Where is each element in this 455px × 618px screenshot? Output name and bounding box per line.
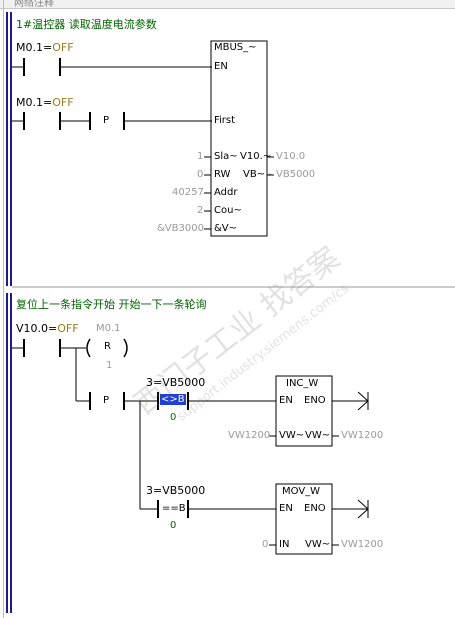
edge-p-label[interactable]: P [103,115,110,126]
compare1-op[interactable]: <>B [160,394,186,405]
inc-in-value[interactable]: VW1200 [228,430,271,441]
network-1-comment[interactable]: 1#温控器 读取温度电流参数 [16,18,157,31]
contact-1-label[interactable]: M0.1=OFF [16,41,74,54]
compare2-bottom[interactable]: 0 [170,520,177,531]
coil-right [123,338,128,358]
pin-output-value[interactable]: VB5000 [276,169,316,180]
header-title: 网络注释 [14,0,54,9]
mov-block-frame [275,483,333,555]
pin-input-value[interactable]: 0 [197,169,204,180]
inc-block-frame [275,375,333,447]
dash: - [268,151,272,162]
header-strip [0,0,455,9]
power-rail-network-2 [6,293,8,613]
compare1-top[interactable]: 3=VB5000 [146,376,206,389]
pin-input-value[interactable]: &VB3000 [157,223,204,234]
mov-block-name[interactable]: MOV_W [282,486,321,497]
inc-en-pin: EN [279,395,293,406]
mov-out-value[interactable]: VW1200 [341,539,384,550]
compare2-op[interactable]: ==B [162,503,186,514]
pin-name: RW [214,169,231,180]
power-rail-network-1 [6,12,8,286]
svg-text:找答案: 找答案 [254,241,346,324]
contact-v10-label[interactable]: V10.0=OFF [16,322,79,335]
coil-left [86,338,91,358]
mbus-block-name[interactable]: MBUS_~ [214,42,257,53]
mov-in-value[interactable]: 0 [262,539,269,550]
power-rail-network-1b [10,12,12,286]
mov-eno-pin: ENO [304,503,326,514]
pin-name: Sla~ [214,151,238,162]
contact-2-label[interactable]: M0.1=OFF [16,96,74,109]
pin-output-value[interactable]: V10.0 [276,151,306,162]
pin-out-name: VB~ [243,169,266,180]
mbus-en-pin: EN [214,61,228,72]
inc-block-name[interactable]: INC_W [286,378,319,389]
pin-out-name: V10.~ [240,151,272,162]
mov-out-pin: VW~ [305,539,331,550]
mov-in-pin: IN [279,539,290,550]
pin-input-value[interactable]: 1 [197,151,204,162]
pin-input-value[interactable]: 2 [197,205,204,216]
compare1-bottom[interactable]: 0 [170,412,177,423]
power-rail-network-2b [10,293,12,613]
network-2-comment[interactable]: 复位上一条指令开始 开始一下一条轮询 [16,298,207,311]
reset-coil-label: R [104,341,111,352]
inc-in-pin: VW~ [279,430,305,441]
pin-name: &V~ [214,223,238,234]
left-border [3,0,4,618]
mbus-first-pin: First [214,115,236,126]
reset-coil-address[interactable]: M0.1 [96,323,121,334]
watermark: 西门子工业 找答案 support.industry.siemens.com/c… [128,241,352,425]
edge-p-label[interactable]: P [103,395,110,406]
inc-eno-pin: ENO [304,395,326,406]
pin-name: Cou~ [214,205,242,216]
mbus-block-frame [210,40,268,237]
inc-out-value[interactable]: VW1200 [341,430,384,441]
pin-name: Addr [214,187,238,198]
dash: - [268,169,272,180]
pin-input-value[interactable]: 40257 [172,187,204,198]
compare2-top[interactable]: 3=VB5000 [146,484,206,497]
inc-out-pin: VW~ [305,430,331,441]
reset-coil-count[interactable]: 1 [106,360,113,371]
mov-en-pin: EN [279,503,293,514]
